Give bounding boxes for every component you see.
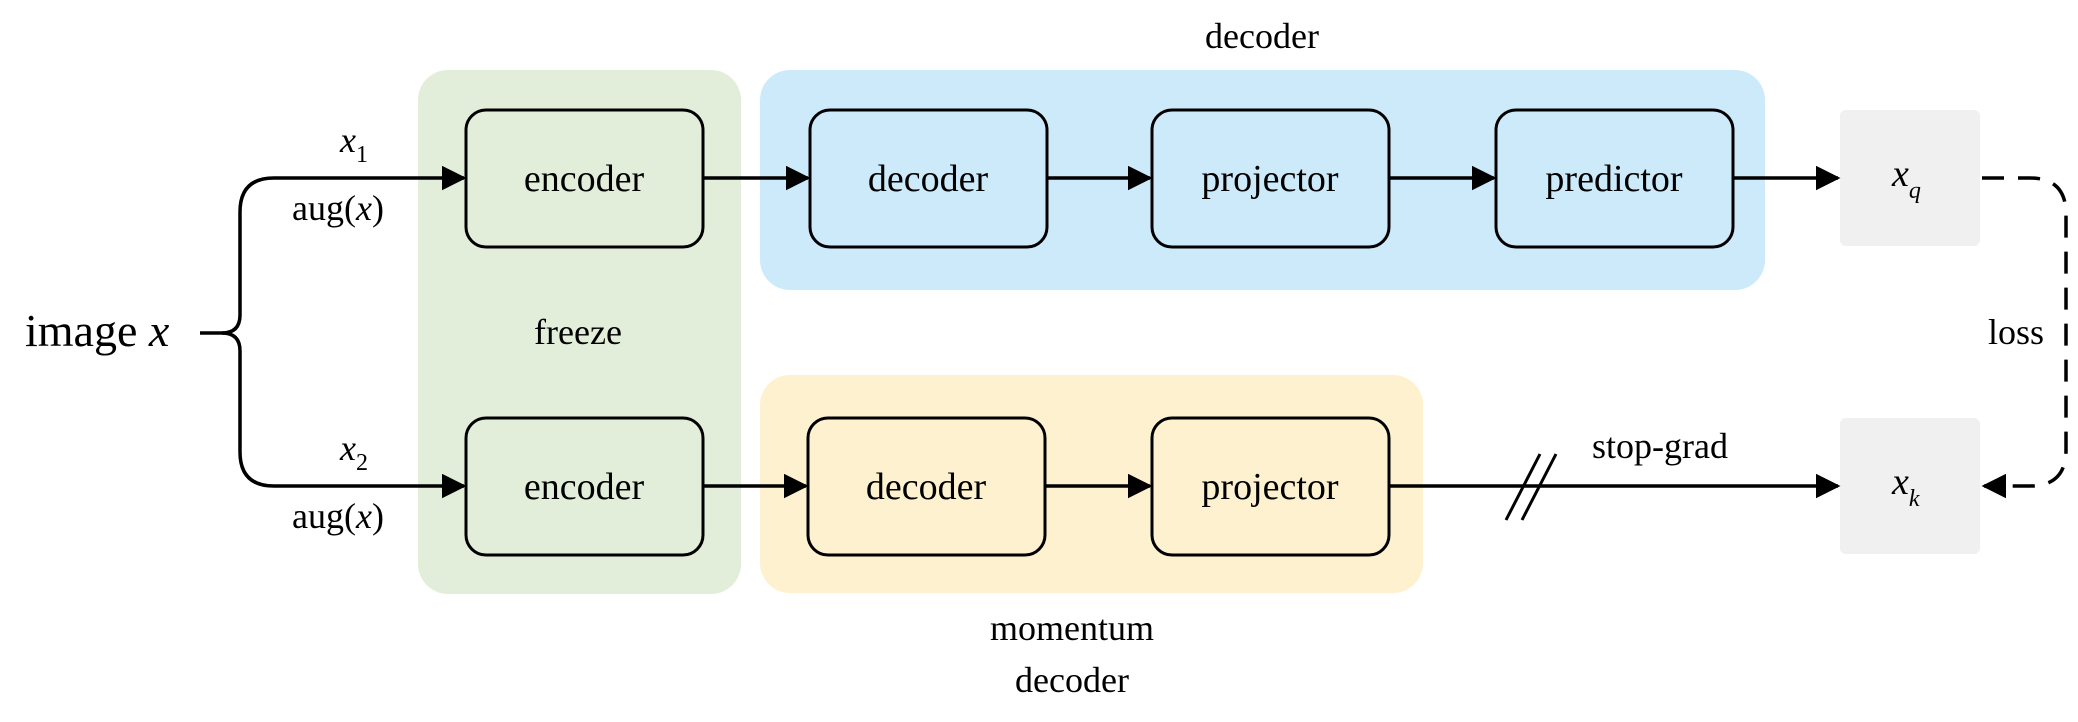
xq-box xyxy=(1840,110,1980,246)
loss-label: loss xyxy=(1988,312,2044,352)
stopgrad-slash-2 xyxy=(1520,453,1558,521)
online-projector-label: projector xyxy=(1201,158,1339,200)
branch2-aug: aug(x) xyxy=(292,496,384,536)
decoder-group-label: decoder xyxy=(1205,16,1319,56)
freeze-group-label: freeze xyxy=(534,312,622,352)
stopgrad-slash-1 xyxy=(1504,453,1542,521)
target-encoder-label: encoder xyxy=(524,466,645,508)
input-fork-lower xyxy=(221,331,467,499)
target-projector-label: projector xyxy=(1201,466,1339,508)
branch1-aug: aug(x) xyxy=(292,188,384,228)
loss-connector xyxy=(1981,176,2068,499)
stopgrad-label: stop-grad xyxy=(1592,426,1728,466)
input-label: image x xyxy=(25,305,170,356)
online-predictor-label: predictor xyxy=(1545,158,1683,200)
momentum-label-line2: decoder xyxy=(1015,660,1129,700)
input-fork xyxy=(200,165,467,335)
online-encoder-label: encoder xyxy=(524,158,645,200)
xq-label: xq xyxy=(1891,153,1921,204)
branch2-var: x2 xyxy=(339,428,368,476)
momentum-label-line1: momentum xyxy=(990,608,1154,648)
target-decoder-label: decoder xyxy=(866,466,987,508)
online-decoder-label: decoder xyxy=(868,158,989,200)
xk-box xyxy=(1840,418,1980,554)
xk-label: xk xyxy=(1891,461,1920,512)
branch1-var: x1 xyxy=(339,120,368,168)
